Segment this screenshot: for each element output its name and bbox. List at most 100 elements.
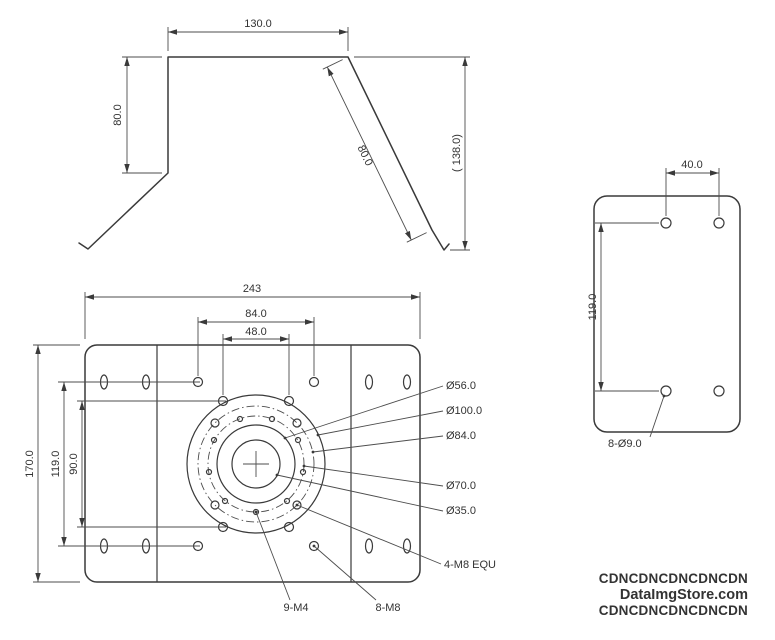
hole [308, 540, 320, 552]
leader-line [296, 504, 442, 565]
hole [268, 415, 276, 423]
bolt-circle-dia-70 [207, 415, 305, 513]
leader-line [313, 545, 377, 601]
center-crosshair [243, 451, 269, 477]
dim-side-40: 40.0 [665, 159, 720, 216]
circle-dia-100 [186, 394, 326, 534]
label-9m4: 9-M4 [283, 602, 308, 614]
leader-dot [311, 450, 315, 454]
watermark-line-1: CDNCDNCDNCDNCDN [599, 571, 748, 586]
hole [210, 436, 218, 444]
label-dia-35: Ø35.0 [446, 505, 476, 517]
label-4m8: 4-M8 EQU [444, 559, 496, 571]
dim-text-side-119: 119.0 [587, 294, 599, 321]
dim-span-119: 119.0 [50, 381, 200, 547]
slot [402, 374, 412, 390]
dim-span-90: 90.0 [68, 400, 226, 528]
extension-lines [58, 381, 200, 547]
hole [283, 395, 295, 407]
leader-dot [312, 544, 316, 548]
side-plate-outline [593, 195, 741, 433]
diameter-leaders: Ø56.0 Ø100.0 Ø84.0 Ø70.0 Ø35.0 [275, 380, 482, 517]
dim-height-170: 170.0 [24, 344, 80, 583]
hole [210, 418, 220, 428]
dim-span-48: 48.0 [222, 326, 290, 395]
dimension-line [326, 66, 412, 241]
hole [236, 415, 244, 423]
profile-outline [78, 56, 450, 251]
label-dia-70: Ø70.0 [446, 480, 476, 492]
hole [308, 376, 320, 388]
leader-line [312, 435, 444, 453]
extension-lines [665, 168, 720, 216]
label-dia-100: Ø100.0 [446, 405, 482, 417]
dim-text-170: 170.0 [24, 450, 36, 478]
hole [283, 521, 295, 533]
dim-text-80-right: 80.0 [355, 143, 375, 168]
leader-dot [302, 464, 306, 468]
m8-equ-holes [210, 418, 302, 510]
extension-lines [84, 292, 421, 339]
hole [252, 508, 260, 516]
hole [205, 468, 213, 476]
label-8m8: 8-M8 [375, 602, 400, 614]
label-dia-56: Ø56.0 [446, 380, 476, 392]
watermark-line-2: CDNCDNCDNCDNCDN [599, 603, 748, 618]
leader-dot [316, 433, 320, 437]
hole [283, 497, 291, 505]
dim-text-119: 119.0 [50, 451, 62, 478]
dim-text-243: 243 [243, 283, 261, 295]
side-hole-callout: 8-Ø9.0 [608, 394, 666, 450]
side-holes [660, 217, 725, 397]
hole-callouts: 4-M8 EQU 9-M4 8-M8 [254, 503, 496, 614]
m4-holes [205, 415, 307, 516]
dim-text-48: 48.0 [245, 326, 266, 338]
extension-lines [33, 344, 80, 583]
hole [221, 497, 229, 505]
dim-overall-138: ( 138.0) [354, 56, 470, 251]
dim-text-80-left: 80.0 [112, 104, 124, 125]
dim-span-84: 84.0 [197, 308, 315, 376]
leader-line [284, 385, 444, 439]
hole [299, 468, 307, 476]
leader-dot [275, 473, 279, 477]
extension-lines [122, 56, 162, 174]
extension-lines [595, 222, 659, 392]
dim-text-130: 130.0 [244, 18, 272, 30]
hole [292, 500, 302, 510]
dim-right-leg-80: 80.0 [322, 59, 427, 243]
leader-line [303, 465, 444, 487]
dim-text-84: 84.0 [245, 308, 266, 320]
dim-width-243: 243 [84, 283, 421, 339]
dim-text-138: ( 138.0) [451, 134, 463, 172]
plate-view: Ø56.0 Ø100.0 Ø84.0 Ø70.0 Ø35.0 4-M8 EQU … [24, 283, 496, 614]
hole [210, 500, 220, 510]
watermark-site: DataImgStore.com [620, 587, 748, 603]
extension-lines [77, 400, 226, 528]
circle-dia-35 [231, 439, 281, 489]
dim-text-90: 90.0 [68, 453, 80, 474]
extension-lines [167, 27, 349, 51]
leader-line [317, 410, 444, 436]
slot [364, 374, 374, 390]
hole [713, 217, 725, 229]
hole [660, 385, 672, 397]
leader-line [276, 474, 444, 512]
leader-dot [662, 394, 666, 398]
plate-outline [84, 344, 421, 583]
dim-side-119: 119.0 [587, 222, 659, 392]
slot [402, 538, 412, 554]
label-dia-84: Ø84.0 [446, 430, 476, 442]
extension-lines [222, 334, 290, 395]
hole [294, 436, 302, 444]
bolt-circle-dia-84 [197, 405, 315, 523]
extension-lines [197, 317, 315, 376]
leader-line [649, 395, 665, 438]
hole [660, 217, 672, 229]
hole [292, 418, 302, 428]
extension-lines [354, 56, 470, 251]
profile-view: 130.0 80.0 80.0 ( 138.0) [78, 18, 470, 251]
label-8-dia-9: 8-Ø9.0 [608, 438, 642, 450]
